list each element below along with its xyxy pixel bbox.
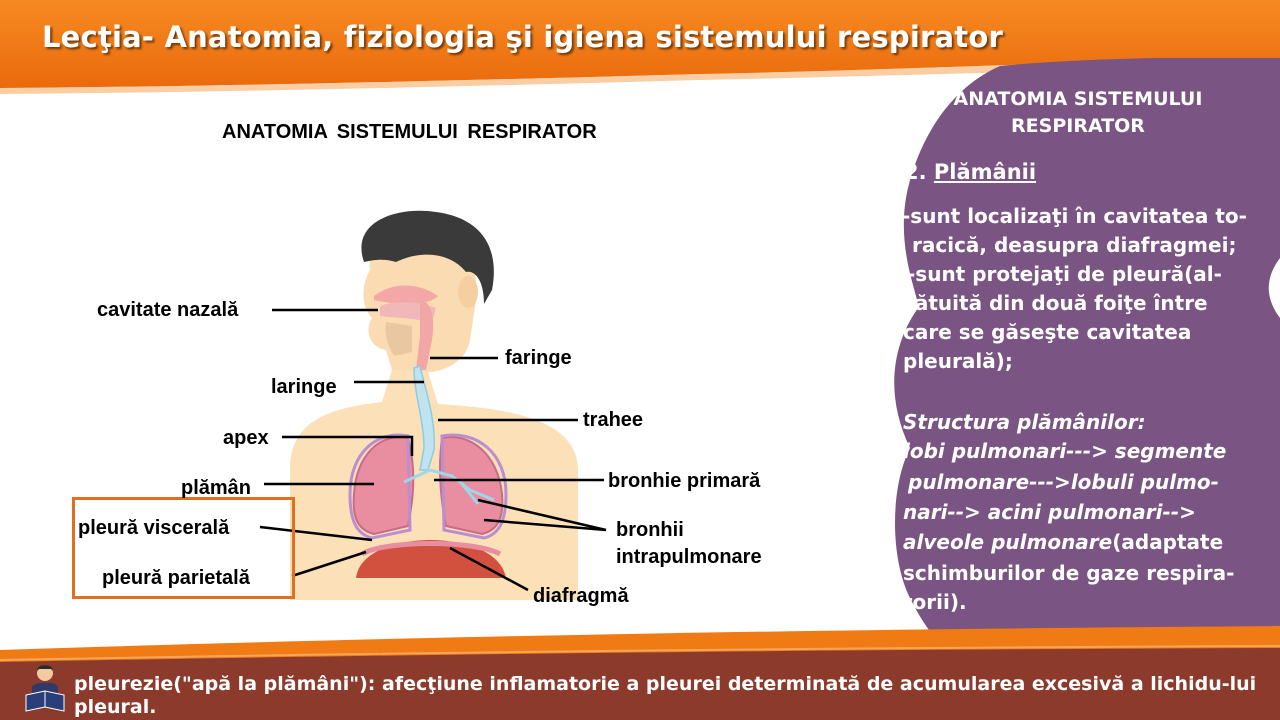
structure-title: Structura plămânilor: xyxy=(903,410,1146,434)
header-band xyxy=(0,0,1280,96)
label-apex: apex xyxy=(223,427,269,449)
structure-last-rest: (adaptate xyxy=(1112,530,1224,554)
structure-line: nari--> acini pulmonari--> xyxy=(903,500,1196,524)
section-title: 2. Plămânii xyxy=(904,160,1036,184)
pleura-highlight-box xyxy=(72,497,295,599)
structure-line: pulmonare--->lobuli pulmo- xyxy=(908,470,1219,494)
panel-heading: ANATOMIA SISTEMULUI RESPIRATOR xyxy=(953,88,1203,137)
panel-line: -sunt protejaţi de pleură(al- xyxy=(907,262,1222,286)
label-lung: plămân xyxy=(181,477,252,499)
label-larynx: laringe xyxy=(271,376,337,398)
footer-band xyxy=(0,620,1280,720)
label-intrapulmonary-bronchi-2: intrapulmonare xyxy=(616,546,762,568)
reader-icon xyxy=(25,665,65,712)
panel-line: racică, deasupra diafragmei; xyxy=(912,233,1237,257)
side-panel xyxy=(880,58,1280,648)
label-diaphragm: diafragmă xyxy=(533,585,629,607)
label-nasal-cavity: cavitate nazală xyxy=(97,299,239,321)
diagram-title: ANATOMIA SISTEMULUI RESPIRATOR xyxy=(222,121,597,143)
structure-line: lobi pulmonari---> segmente xyxy=(903,439,1227,463)
label-pharynx: faringe xyxy=(505,347,572,369)
structure-line-last: alveole pulmonare(adaptate xyxy=(903,529,1223,555)
closing-line: torii). xyxy=(903,590,967,614)
label-parietal-pleura: pleură parietală xyxy=(102,567,250,589)
panel-line: pleurală); xyxy=(903,349,1013,373)
footer-note: pleurezie("apă la plămâni"): afecţiune i… xyxy=(74,673,1257,718)
structure-last-italic: alveole pulmonare xyxy=(903,530,1113,554)
label-intrapulmonary-bronchi-1: bronhii xyxy=(616,519,684,541)
label-trachea: trahee xyxy=(583,409,644,431)
label-visceral-pleura: pleură viscerală xyxy=(78,517,230,539)
section-title-text: Plămânii xyxy=(933,160,1037,184)
closing-line: schimburilor de gaze respira- xyxy=(903,561,1235,585)
section-number: 2. xyxy=(904,160,927,184)
panel-line: cătuită din două foiţe între xyxy=(903,291,1208,315)
page-title: Lecţia- Anatomia, fiziologia şi igiena s… xyxy=(42,20,1003,54)
label-primary-bronchus: bronhie primară xyxy=(608,470,761,492)
panel-line: care se găseşte cavitatea xyxy=(903,320,1192,344)
panel-line: -sunt localizaţi în cavitatea to- xyxy=(902,204,1247,228)
